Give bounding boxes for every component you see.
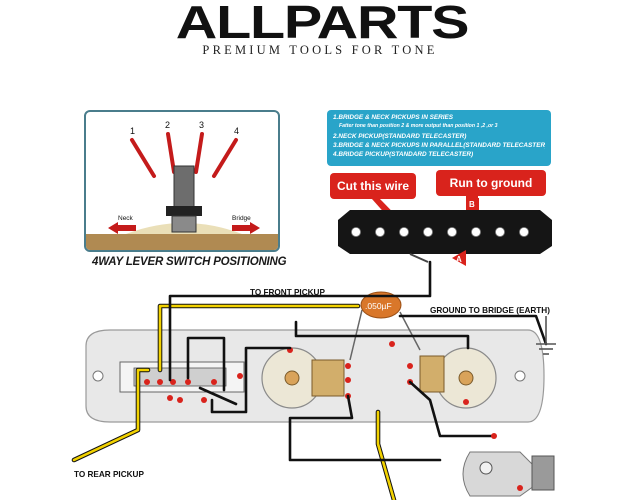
- pickup-lead-cut: [409, 253, 429, 263]
- plate-screw-right: [514, 370, 526, 382]
- jack-solder-tip: [491, 433, 497, 439]
- pickup-pole-7: [495, 227, 505, 237]
- marker-b-box: [467, 198, 479, 210]
- marker-a-arrow-icon: [452, 250, 466, 266]
- legend-line-4: 4.BRIDGE PICKUP(STANDARD TELECASTER): [333, 151, 474, 159]
- switch-illustration: 1 2 3 4 Neck Bridge: [86, 120, 278, 250]
- lever-position-2: [166, 132, 176, 174]
- volume-pot-lugs: [311, 359, 345, 397]
- lever-position-3: [194, 132, 204, 174]
- position-number-2: 2: [165, 120, 170, 130]
- plate-screw-left: [92, 370, 104, 382]
- capacitor-value: .050µF: [365, 301, 392, 311]
- pickup-body: [338, 210, 552, 254]
- run-to-ground-callout: Run to ground: [436, 170, 546, 196]
- capacitor-body: [360, 291, 402, 319]
- capacitor-leg-right: [399, 311, 421, 351]
- pickup-pole-pieces: [351, 227, 529, 237]
- position-number-3: 3: [199, 120, 204, 130]
- allparts-logo: ALLPARTS: [175, 0, 470, 48]
- pickup-pole-2: [375, 227, 385, 237]
- position-number-4: 4: [234, 126, 239, 136]
- jack-solder-sleeve: [517, 485, 523, 491]
- volume-pot: [261, 347, 323, 409]
- bridge-arrow-icon: [232, 222, 260, 234]
- switch-solder-points: [144, 373, 243, 403]
- ground-to-bridge-label: GROUND TO BRIDGE (EARTH): [430, 306, 550, 315]
- lever-switch-body: [119, 361, 245, 393]
- lever-shaft: [173, 165, 195, 211]
- legend-line-2: 2.NECK PICKUP(STANDARD TELECASTER): [333, 132, 467, 140]
- switch-base-wood: [86, 234, 278, 250]
- switch-caption: 4WAY LEVER SWITCH POSITIONING: [92, 256, 287, 268]
- bridge-arrow-label: Bridge: [232, 215, 251, 222]
- front-pickup-label: TO FRONT PICKUP: [250, 288, 325, 297]
- lever-position-1: [130, 138, 156, 178]
- pot-solder-points: [287, 341, 469, 405]
- neck-arrow-label: Neck: [118, 215, 134, 222]
- pickup-pole-1: [351, 227, 361, 237]
- ground-symbol-icon: [536, 316, 556, 355]
- lever-base: [171, 215, 197, 233]
- lever-switch-contacts: [133, 367, 227, 387]
- output-jack-sleeve: [531, 455, 555, 491]
- pickup-pole-6: [471, 227, 481, 237]
- legend-line-3: 3.BRIDGE & NECK PICKUPS IN PARALLEL(STAN…: [333, 141, 545, 149]
- pickup-pole-8: [519, 227, 529, 237]
- black-wires: [168, 260, 548, 462]
- tone-pot-shaft: [458, 370, 474, 386]
- volume-pot-shaft: [284, 370, 300, 386]
- marker-a-label: A: [456, 255, 462, 264]
- capacitor-leg-left: [349, 309, 363, 361]
- rear-pickup-label: TO REAR PICKUP: [74, 470, 144, 479]
- position-legend: 1.BRIDGE & NECK PICKUPS IN SERIES Fatter…: [327, 110, 551, 166]
- legend-line-1: 1.BRIDGE & NECK PICKUPS IN SERIES: [333, 114, 454, 121]
- lever-position-4: [212, 138, 238, 178]
- output-jack-body: [462, 451, 535, 497]
- position-number-1: 1: [130, 126, 135, 136]
- switch-positioning-panel: 1 2 3 4 Neck Bridge: [84, 110, 280, 252]
- output-jack-tip: [479, 461, 493, 475]
- tagline: PREMIUM TOOLS FOR TONE: [202, 43, 438, 57]
- run-to-ground-pointer: [466, 196, 478, 216]
- cut-wire-pointer: [372, 199, 412, 236]
- pickup-pole-5: [447, 227, 457, 237]
- tone-pot: [435, 347, 497, 409]
- tone-pot-lugs: [419, 355, 445, 393]
- cut-wire-callout: Cut this wire: [330, 173, 416, 199]
- pickup-pole-3: [399, 227, 409, 237]
- control-plate: [85, 329, 545, 423]
- marker-b-label: B: [469, 200, 475, 209]
- pickup-pole-4: [423, 227, 433, 237]
- lever-collar: [166, 206, 202, 216]
- neck-arrow-icon: [108, 222, 136, 234]
- legend-line-1-note: Fatter tone than position 2 & more outpu…: [339, 123, 498, 130]
